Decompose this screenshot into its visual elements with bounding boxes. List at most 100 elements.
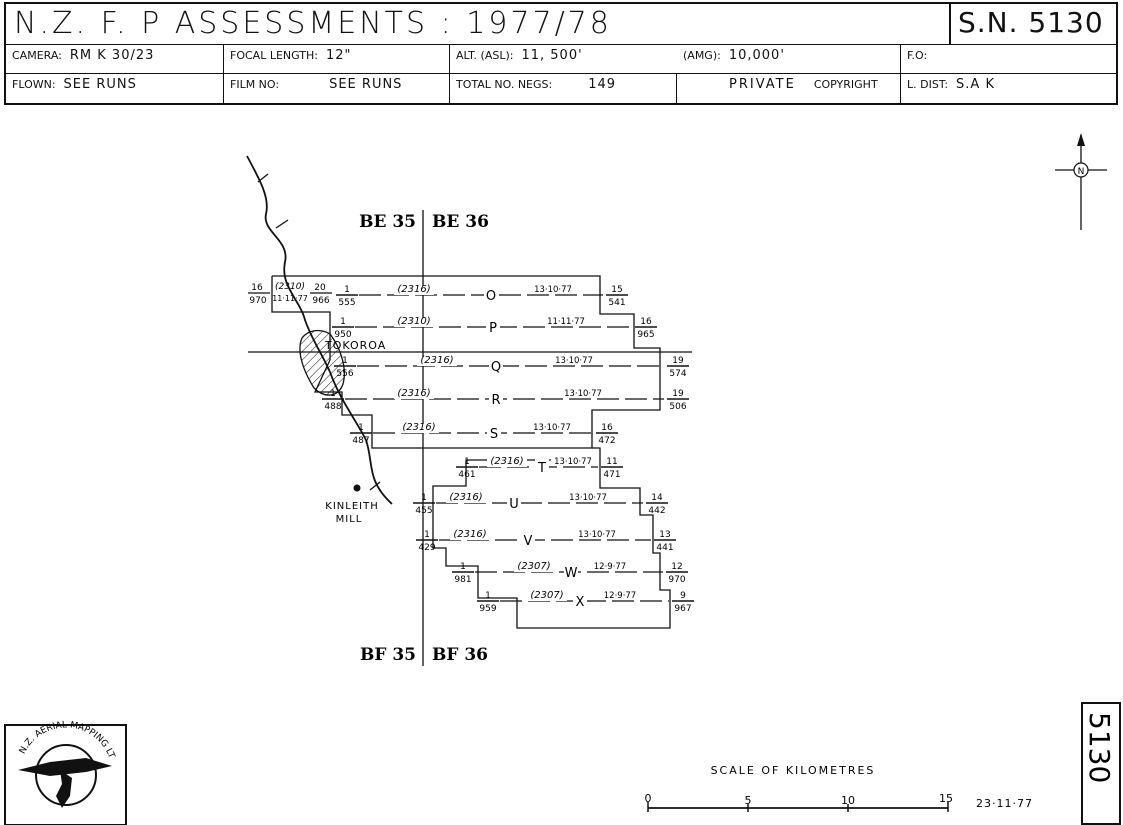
label-bg — [598, 592, 642, 600]
label-bg — [450, 531, 490, 540]
label-bg — [394, 286, 434, 295]
run-start-film-frame: 455 — [415, 506, 432, 516]
scale-label-10: 10 — [841, 794, 855, 807]
run-film-number: (2316) — [449, 492, 482, 503]
grid-label-bf35: BF 35 — [360, 645, 416, 665]
run-start-film-frame: 959 — [479, 604, 496, 614]
rail-tick — [369, 481, 381, 491]
label-bg — [484, 287, 498, 301]
run-start-frame: 1 — [485, 591, 491, 601]
run-letter-q: Q — [491, 360, 501, 375]
run-letter-r: R — [491, 393, 500, 408]
header-block: N.Z. F. P ASSESSMENTS : 1977/78 S.N. 513… — [4, 2, 1118, 105]
railway-line — [246, 155, 393, 505]
run-date: 12·9·77 — [604, 591, 636, 601]
label-bg — [487, 425, 501, 439]
flight-date: 11·11·77 — [272, 294, 308, 303]
run-film-number: (2316) — [490, 456, 523, 467]
label-bg — [535, 459, 549, 473]
run-letter-s: S — [490, 427, 498, 442]
run-letter-u: U — [509, 497, 519, 512]
run-start-film-frame: 555 — [338, 298, 355, 308]
flown-cell: FLOWN:SEE RUNS — [6, 74, 224, 105]
north-arrow-head — [1077, 133, 1085, 146]
logo-wings — [18, 758, 112, 776]
divider — [949, 4, 951, 44]
amg-cell: (AMG):10,000' — [677, 44, 901, 74]
logo-nz-outline — [56, 770, 72, 808]
label-bg — [487, 458, 527, 467]
run-start-frame: 1 — [424, 530, 430, 540]
label-bg — [531, 286, 575, 294]
run-letter-w: W — [565, 566, 578, 581]
run-start-film-frame: 487 — [352, 436, 369, 446]
run-end-frame: 19 — [672, 389, 684, 399]
label-bg — [486, 319, 500, 333]
run-start-frame: 1 — [344, 285, 350, 295]
scale-title: SCALE OF KILOMETRES — [711, 764, 876, 777]
run-end-film-frame: 441 — [656, 543, 673, 553]
label-bg — [394, 390, 434, 399]
run-end-film-frame: 970 — [668, 575, 685, 585]
run-end-film-frame: 965 — [637, 330, 654, 340]
run-end-film-frame: 574 — [669, 369, 686, 379]
scale-label-0: 0 — [645, 792, 652, 805]
label-bg — [399, 424, 439, 433]
label-bg — [564, 564, 578, 578]
run-end-film-frame: 442 — [648, 506, 665, 516]
run-date: 13·10·77 — [533, 423, 571, 433]
run-date: 13·10·77 — [564, 389, 602, 399]
frame-number: 20 — [314, 283, 326, 293]
rail-tick — [275, 219, 289, 229]
label-bg — [527, 592, 567, 601]
film-cell: FILM NO:SEE RUNS — [224, 74, 450, 105]
label-bg — [566, 494, 610, 502]
label-bg — [551, 458, 595, 466]
label-bg — [530, 424, 574, 432]
label-bg — [394, 318, 434, 327]
place-kinleith: KINLEITH — [325, 501, 378, 512]
label-bg — [514, 563, 554, 572]
run-film-number: (2307) — [517, 561, 550, 572]
run-start-film-frame: 429 — [418, 543, 435, 553]
run-film-number: (2316) — [453, 529, 486, 540]
serial-number: S.N. 5130 — [958, 6, 1104, 39]
label-bg — [521, 532, 535, 546]
run-start-film-frame: 981 — [454, 575, 471, 585]
run-film-number: (2310) — [397, 316, 430, 327]
run-start-frame: 1 — [464, 457, 470, 467]
label-bg — [507, 495, 521, 509]
coverage-boundary-south — [432, 447, 671, 629]
run-letter-v: V — [524, 534, 533, 549]
run-end-film-frame: 967 — [674, 604, 691, 614]
kinleith-mill-marker — [353, 484, 361, 492]
run-end-frame: 11 — [606, 457, 617, 467]
run-end-film-frame: 471 — [603, 470, 620, 480]
film-number: (2310) — [275, 282, 305, 292]
alt-cell: ALT. (ASL):11, 500' — [450, 44, 677, 74]
run-film-number: (2307) — [530, 590, 563, 601]
flight-runs: 155515541(2316)13·10·77O195016965(2310)1… — [322, 284, 694, 614]
label-bg — [417, 357, 457, 366]
run-start-film-frame: 488 — [324, 402, 341, 412]
focal-cell: FOCAL LENGTH:12" — [224, 44, 450, 74]
run-start-film-frame: 950 — [334, 330, 351, 340]
label-bg — [561, 390, 605, 398]
run-end-film-frame: 472 — [598, 436, 615, 446]
run-date: 13·10·77 — [555, 356, 593, 366]
scale-label-15: 15 — [939, 792, 953, 805]
run-film-number: (2316) — [420, 355, 453, 366]
negs-cell: TOTAL NO. NEGS:149 — [450, 74, 677, 105]
run-end-frame: 13 — [659, 530, 670, 540]
film-frame: 966 — [312, 296, 329, 306]
run-letter-x: X — [576, 595, 585, 610]
place-mill: MILL — [336, 514, 363, 525]
logo-text: N.Z. AERIAL MAPPING LTD — [0, 0, 116, 760]
run-end-frame: 19 — [672, 356, 684, 366]
grid-label-bf36: BF 36 — [432, 645, 488, 665]
label-bg — [588, 563, 632, 571]
label-bg — [575, 531, 619, 539]
run-end-film-frame: 541 — [608, 298, 625, 308]
run-film-number: (2316) — [397, 284, 430, 295]
